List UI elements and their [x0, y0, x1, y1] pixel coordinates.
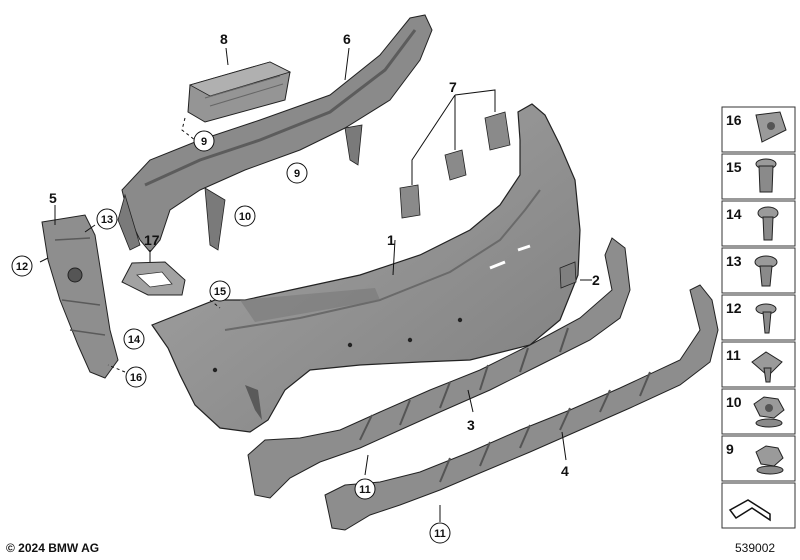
callout-8: 8 [220, 31, 228, 47]
leader-lines [39, 47, 592, 522]
small-part-13-expanding-rivet: 13 [721, 247, 796, 294]
circled-callout-14: 14 [123, 328, 145, 350]
circled-callout-10: 10 [234, 205, 256, 227]
callout-6: 6 [343, 31, 351, 47]
small-parts-panel: 16 15 14 13 12 [721, 106, 796, 529]
part-7-brackets [399, 111, 511, 219]
part-8-impact-absorber [187, 61, 292, 123]
svg-text:11: 11 [359, 484, 371, 496]
circled-callout-15: 15 [209, 280, 231, 302]
small-part-16-clip-nut: 16 [721, 106, 796, 153]
callout-17: 17 [144, 232, 160, 248]
small-part-15-screw: 15 [721, 153, 796, 200]
svg-text:12: 12 [726, 300, 742, 316]
svg-text:15: 15 [726, 159, 742, 175]
svg-text:12: 12 [16, 261, 28, 273]
circled-callout-12: 12 [11, 255, 33, 277]
svg-text:10: 10 [726, 394, 742, 410]
svg-text:9: 9 [726, 441, 734, 457]
callout-labels: 1 2 3 4 5 6 7 8 17 9 9 10 11 11 12 [11, 31, 600, 544]
part-1-bumper-trim-panel [151, 103, 581, 433]
circled-callout-9b: 9 [286, 162, 308, 184]
svg-text:9: 9 [201, 136, 207, 148]
part-6-bumper-carrier [117, 14, 433, 253]
small-part-9-flange-nut: 9 [721, 435, 796, 482]
svg-text:16: 16 [726, 112, 742, 128]
copyright-notice: © 2024 BMW AG [6, 541, 100, 555]
svg-text:11: 11 [726, 347, 741, 363]
callout-2: 2 [592, 272, 600, 288]
small-part-11-nut: 11 [721, 341, 796, 388]
svg-text:13: 13 [726, 253, 742, 269]
part-2-cover [559, 261, 577, 289]
svg-text:14: 14 [128, 334, 141, 346]
catalog-symbol-box [721, 482, 796, 529]
svg-text:10: 10 [239, 211, 251, 223]
circled-callout-9a: 9 [193, 130, 215, 152]
part-5-side-bracket [41, 214, 119, 379]
svg-text:14: 14 [726, 206, 742, 222]
circled-callout-13: 13 [96, 208, 118, 230]
callout-5: 5 [49, 190, 57, 206]
circled-callout-11b: 11 [429, 522, 451, 544]
part-4-diffuser-lower [324, 284, 719, 531]
circled-callout-11a: 11 [354, 478, 376, 500]
svg-text:13: 13 [101, 214, 113, 226]
part-3-diffuser [247, 237, 631, 499]
small-part-14-bolt: 14 [721, 200, 796, 247]
part-17-trim-piece [121, 261, 186, 296]
small-part-10-hex-nut: 10 [721, 388, 796, 435]
small-part-12-screw: 12 [721, 294, 796, 341]
callout-7: 7 [449, 79, 457, 95]
circled-callout-16: 16 [125, 366, 147, 388]
svg-text:11: 11 [434, 528, 446, 540]
svg-text:9: 9 [294, 168, 300, 180]
svg-text:15: 15 [214, 286, 226, 298]
callout-3: 3 [467, 417, 475, 433]
callout-4: 4 [561, 463, 569, 479]
svg-text:16: 16 [130, 372, 142, 384]
document-number: 539002 [735, 541, 776, 555]
callout-1: 1 [387, 232, 395, 248]
